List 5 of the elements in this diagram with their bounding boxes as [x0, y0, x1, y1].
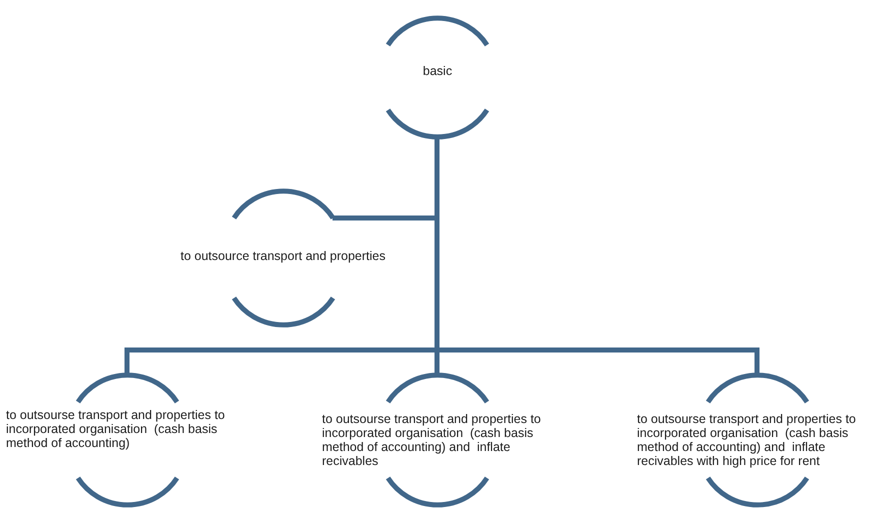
- node-text: to outsourse transport and properties to incorporated organisation (cash basis method of accounting) and inflate recivables with high price for rent: [637, 412, 857, 468]
- node-text: to outsourse transport and properties to incorporated organisation (cash basis method of accounting) and inflate recivables: [322, 412, 542, 468]
- node-text: to outsourse transport and properties to incorporated organisation (cash basis method of accounting): [6, 408, 226, 450]
- node-text: basic: [422, 64, 452, 78]
- node-text: to outsource transport and properties: [180, 249, 386, 263]
